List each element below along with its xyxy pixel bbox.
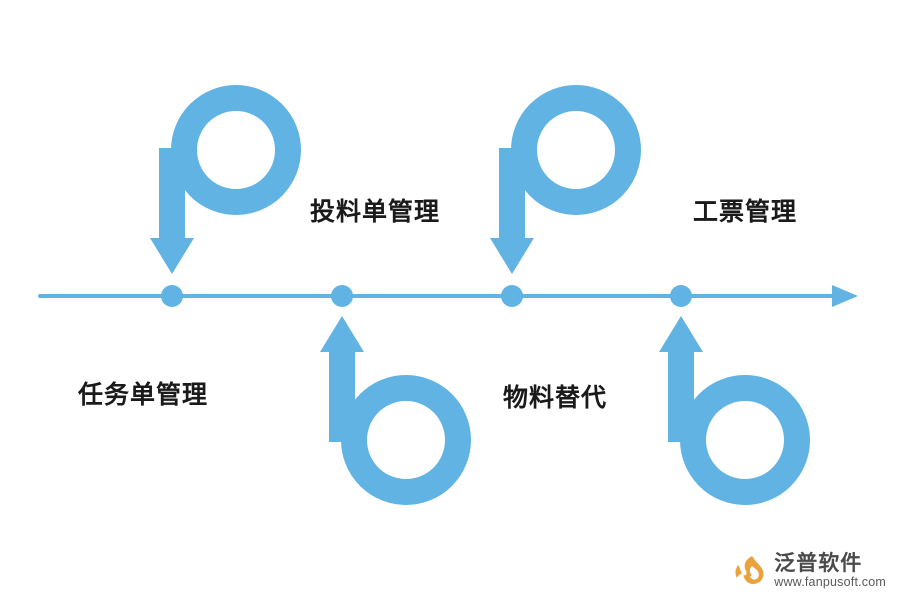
node-dot-3 xyxy=(501,285,523,307)
pointer-2-b-loop-arrow-up-icon xyxy=(320,316,471,505)
timeline-node-markers xyxy=(161,285,692,307)
pointer-3-p-loop-arrow-down-icon xyxy=(490,85,641,274)
node-dot-1 xyxy=(161,285,183,307)
watermark-text-block: 泛普软件 www.fanpusoft.com xyxy=(774,552,886,590)
watermark: 泛普软件 www.fanpusoft.com xyxy=(732,552,886,590)
node-label-touliaodanguanli: 投料单管理 xyxy=(310,198,441,226)
node-dot-4 xyxy=(670,285,692,307)
watermark-title: 泛普软件 xyxy=(774,552,863,576)
watermark-url: www.fanpusoft.com xyxy=(774,575,886,590)
node-dot-2 xyxy=(331,285,353,307)
pointer-4-b-loop-arrow-up-icon xyxy=(659,316,810,505)
node-label-wuliaotidai: 物料替代 xyxy=(503,384,608,412)
node-label-gongpiaoguanli: 工票管理 xyxy=(693,198,798,226)
axis-arrow-head-icon xyxy=(832,285,858,307)
flame-logo-icon xyxy=(735,556,764,585)
pointer-1-p-loop-arrow-down-icon xyxy=(150,85,301,274)
node-label-renwudanguanli: 任务单管理 xyxy=(78,381,209,409)
